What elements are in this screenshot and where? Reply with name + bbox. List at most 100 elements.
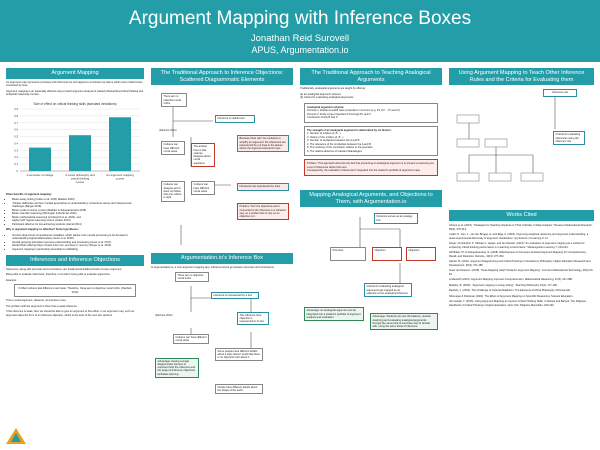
criteria-box: Criteria for evaluating inferences using…: [553, 131, 585, 146]
intro-paragraph: An argument map represents premises and …: [6, 80, 143, 88]
inference-rule-box: Inference rule: [543, 89, 577, 97]
criteria-item: 3. Number of similarities between the A …: [307, 139, 360, 143]
premise-box: Cultures can have different moral views: [173, 333, 209, 345]
problem-box: Problem: This approach obscures the fact…: [304, 159, 438, 176]
problem-box: Problem: Don't be objections aren't conn…: [237, 203, 289, 221]
benefits-heading: Other benefits of argument mapping:: [6, 192, 52, 196]
objection-label-box: The inference here objection is represen…: [237, 311, 269, 326]
map-connectors: [359, 217, 401, 284]
y-tick-label: 0.5: [14, 134, 18, 138]
problem-text: Consequently, the evaluation criteria ar…: [307, 169, 421, 173]
column-argument-mapping: Argument Mapping An argument map represe…: [6, 68, 144, 319]
criteria-box: The strength of an analogical argument i…: [304, 125, 438, 157]
author-name: Jonathan Reid Surovell: [250, 33, 350, 44]
explanation-box: Because there can't be confusion to simp…: [237, 135, 289, 153]
inference-box: Inference serves as an analogy box: [374, 213, 418, 224]
criteria-list: 1. Number of entities (A, B...)2. Variet…: [307, 132, 435, 153]
y-tick-label: 0.4: [14, 141, 18, 145]
conclusion-box: There are no objective moral truths: [175, 271, 209, 283]
schema-list: Premise 1: Entities A and B have propert…: [307, 109, 435, 120]
benefit-item: Better scientific reasoning (Siburugan &…: [12, 212, 144, 216]
inference-label-box: Inference is represented by a box: [211, 291, 259, 299]
schema-item: Conclusion: Entity B has X: [307, 116, 338, 120]
premise-box: Cultures can have different moral views: [191, 181, 215, 196]
advantage-box: Advantage: Having a single diagrammatic …: [155, 357, 199, 378]
argumentation-logo: [6, 428, 26, 444]
objection-box: Objection: [372, 247, 402, 262]
citation: (Rachels 2010): [155, 313, 173, 317]
poster-header: Argument Mapping with Inference Boxes Jo…: [0, 0, 600, 62]
criteria-item: 4. The relevance of the similarities bet…: [307, 142, 371, 146]
premise-box: Premises: [330, 247, 366, 262]
body-paragraph: If the inference is weak, then we should…: [6, 310, 135, 317]
effect-size-chart: Size of effect on critical thinking skil…: [14, 102, 140, 184]
advantage-box: Advantage: Students can see the balance,…: [370, 313, 438, 331]
hypothesis-item: Hierarchical ordering helps content ente…: [12, 244, 144, 248]
section-caption: In Argumentation.io, a core argument map…: [151, 266, 275, 270]
hypothesis-item: Involves dual-circuit computational moda…: [12, 234, 144, 241]
benefit-item: Higher-GAT logical reasoning scores (Cul…: [12, 219, 144, 223]
section-heading: The Traditional Approach to Teaching Ana…: [300, 68, 442, 86]
hypotheses-list: Involves dual-circuit computational moda…: [6, 234, 144, 252]
criteria-item: 2. Variety of the entities (A, B...): [307, 135, 344, 139]
reference-entry: Gill Baker, M. & Sukupatramana, S. (2018…: [449, 251, 587, 258]
bar: [109, 116, 131, 171]
reference-entry: Jeuer and Hanson. (2018). "Does Mapping …: [449, 269, 594, 276]
hypothesis-item: Argument mapping is particularly amenabl…: [12, 248, 144, 252]
body-paragraph: This is a bad argument. However, its pre…: [6, 299, 67, 303]
reference-entry: Van Gelder, T. (2015). Using Argument Ma…: [449, 300, 587, 307]
explanation-box: Inferences are represented by lines: [237, 183, 289, 191]
y-tick-label: 0: [16, 169, 18, 173]
premise-box: Cultures can have different moral views: [161, 141, 185, 156]
benefit-item: Better mathematical reasoning (Lindswort…: [12, 216, 144, 220]
section-heading: Using Argument Mapping to Teach Other In…: [449, 68, 594, 86]
section-heading: Argument Mapping: [6, 68, 144, 79]
category-label: A semester of college: [27, 173, 54, 177]
citation: (Rachels 2010): [159, 129, 177, 133]
y-tick-label: 0.8: [14, 114, 18, 118]
body-paragraph: Being able to evaluate inferences, there…: [6, 273, 111, 277]
poster-title: Argument Mapping with Inference Boxes: [128, 8, 472, 29]
section-heading: Works Cited: [449, 210, 594, 222]
schema-item: Premise 1: Entities A and B have propert…: [307, 109, 400, 113]
body-paragraph: (b) criteria for evaluating analogical a…: [300, 96, 354, 100]
section-heading: Inferences and Inference Objections: [6, 255, 144, 266]
criteria-item: 6. The relative absence of relevant disa…: [307, 149, 362, 153]
body-paragraph: The problem with the argument is that it…: [6, 304, 78, 308]
objection-box: The answer here is that cultures disagre…: [191, 143, 215, 167]
chart-title: Size of effect on critical thinking skil…: [33, 102, 116, 106]
example-label: Example:: [6, 278, 17, 282]
benefit-item: Participant affective for low-achieving …: [12, 223, 144, 227]
affiliation: APUS, Argumentation.io: [251, 45, 349, 55]
y-tick-label: 0.2: [14, 155, 18, 159]
analogical-map: Inference serves as an analogy box Premi…: [300, 207, 442, 357]
objection-box: Some people have different beliefs about…: [215, 347, 263, 362]
reference-entry: Lindsworth (2021). Argument Mapping Impr…: [449, 278, 573, 282]
reference-entry: Abrami et al. (2015). "Strategies for Te…: [449, 224, 593, 231]
traditional-map: There are no objective moral truths. Inf…: [151, 85, 293, 253]
reference-entry: Maddox, B. (2020). "Argument mapping in …: [449, 283, 558, 287]
objection-box: Objection: [406, 247, 436, 262]
criteria-note-box: Criteria for evaluating analogical argum…: [364, 283, 412, 298]
criteria-item: 5. The modesty of the conclusion relativ…: [307, 146, 373, 150]
y-tick-label: 0.7: [14, 120, 18, 124]
reference-entry: Dwyer, Christopher P., Michael J. Hogan,…: [449, 242, 585, 249]
map-connectors: [456, 97, 556, 182]
section-heading: Argumentation.io's Inference Box: [151, 253, 293, 265]
reference-entry: Cullen S., Fan, J., van der Brugge, E. a…: [449, 233, 589, 240]
column-inference-objections: The Traditional Approach to Inference Ob…: [151, 68, 293, 442]
references-list: Abrami et al. (2015). "Strategies for Te…: [449, 224, 594, 307]
map-connectors: [172, 107, 231, 246]
schema-heading: Analogical argument schema:: [307, 105, 344, 109]
y-tick-label: 0.9: [14, 107, 18, 111]
y-tick-label: 0.6: [14, 127, 18, 131]
schema-box: Analogical argument schema: Premise 1: E…: [304, 102, 438, 123]
reference-entry: Harrell, M. (2011). Argument Diagramming…: [449, 260, 591, 267]
reference-entry: Rachels, J. (2010). The Challenge of Cul…: [449, 289, 571, 293]
premise-box: People have different beliefs about the …: [215, 383, 263, 395]
intro-paragraph: Argument mapping is an especially effect…: [6, 89, 144, 97]
body-paragraph: (a) an analogical argument schema: [300, 92, 341, 96]
section-heading: The Traditional Approach to Inference Ob…: [151, 68, 293, 86]
